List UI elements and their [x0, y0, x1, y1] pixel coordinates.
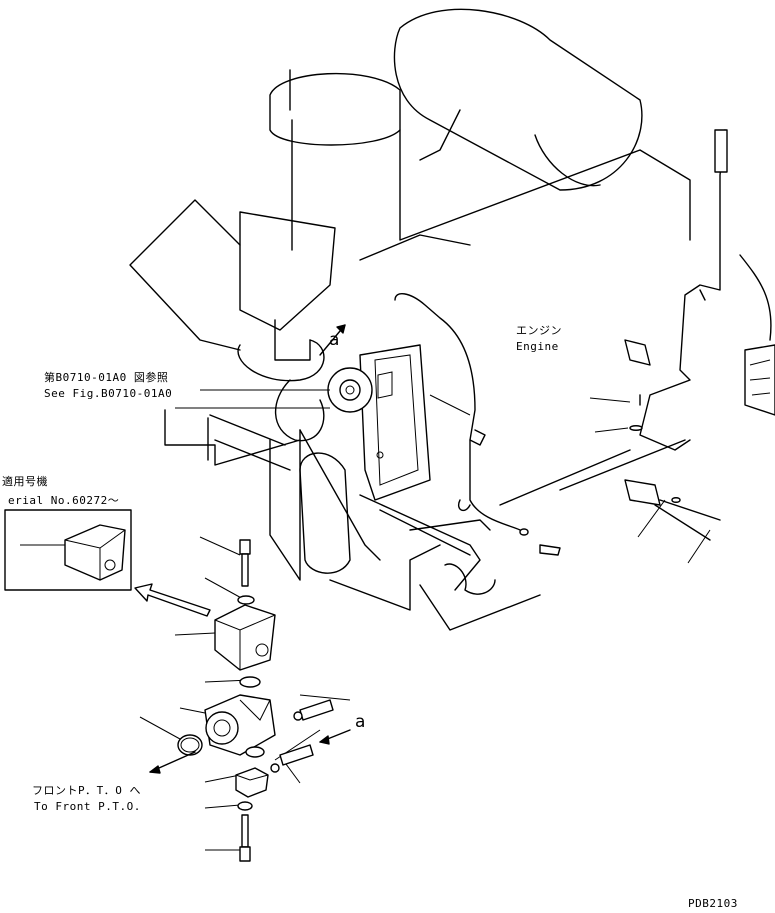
arrow-a-bottom — [319, 729, 351, 745]
marker-a-top: a — [329, 330, 340, 350]
arrow-a-top — [319, 324, 346, 356]
fitting-elbow — [293, 699, 334, 721]
pto-bracket — [327, 344, 431, 501]
pto-pump — [204, 694, 276, 756]
block-lower — [235, 767, 269, 798]
front-pto-label-en: To Front P.T.O. — [34, 800, 141, 813]
front-pto-label-jp: フロントP．T．O へ — [32, 784, 141, 797]
o-ring-small — [239, 676, 261, 688]
washer-lower — [237, 801, 253, 811]
serial-inset-box — [4, 509, 132, 591]
bolt-upper — [239, 539, 251, 587]
hollow-arrow — [134, 583, 211, 617]
ref-label-en: See Fig.B0710-01A0 — [44, 387, 173, 400]
washer-mid — [245, 746, 265, 758]
o-ring-large — [177, 734, 203, 756]
engine-block-outline — [129, 8, 775, 631]
marker-a-bottom: a — [355, 712, 366, 732]
washer-upper — [237, 595, 255, 605]
apply-label-jp: 適用号機 — [2, 475, 48, 488]
bolt-lower — [239, 814, 251, 862]
ref-label-jp: 第B0710-01A0 図参照 — [44, 371, 169, 384]
serial-label: erial No.60272～ — [8, 494, 120, 507]
engine-label-jp: エンジン — [516, 324, 562, 337]
leader-lines — [139, 389, 711, 851]
right-side-parts — [519, 339, 721, 556]
drawing-code: PDB2103 — [688, 897, 738, 910]
engine-label-en: Engine — [516, 340, 559, 353]
block-upper — [214, 604, 276, 671]
hose-line — [394, 129, 728, 531]
arrow-to-front-pto — [149, 751, 196, 774]
fitting-straight — [270, 744, 314, 773]
